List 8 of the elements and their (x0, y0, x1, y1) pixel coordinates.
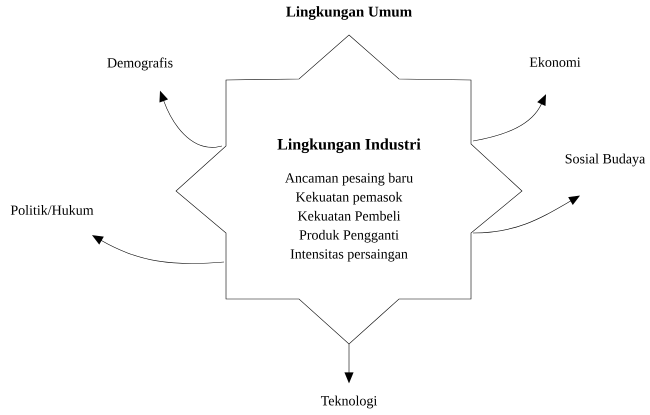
factor-label: Teknologi (320, 396, 378, 408)
arrow (472, 196, 580, 234)
title: Lingkungan Umum (286, 6, 412, 20)
factor-label: Sosial Budaya (566, 154, 646, 166)
factor-label: Demografis (107, 58, 173, 70)
arrow (92, 235, 224, 264)
factor-label: Politik/Hukum (10, 205, 94, 215)
factor-label: Ekonomi (530, 57, 580, 67)
